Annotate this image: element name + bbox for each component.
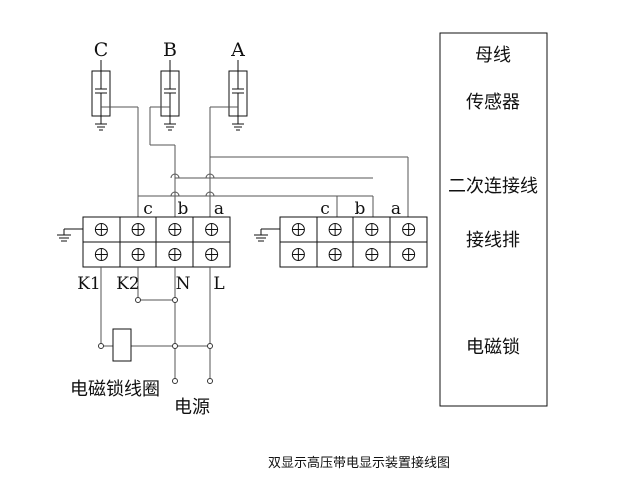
right-terminal-screw-icon [365, 223, 379, 236]
terminal-label-l: L [213, 274, 224, 294]
left-strip-label-b: b [178, 199, 189, 219]
legend-secondary-wiring: 二次连接线 [448, 176, 538, 197]
legend-busbar: 母线 [475, 45, 511, 66]
left-terminal-screw-icon [131, 248, 145, 261]
right-terminal-screw-icon [328, 248, 342, 261]
sensor-c [91, 60, 111, 131]
coil-label: 电磁锁线圈 [70, 379, 160, 400]
terminal-label-k1: K1 [77, 274, 101, 294]
left-terminal-screw-icon [205, 248, 219, 261]
left-terminal-screw-icon [205, 223, 219, 236]
left-terminal-strip [82, 216, 231, 268]
lock-coil-icon [112, 328, 132, 362]
right-strip-label-a: a [391, 199, 401, 219]
left-terminal-screw-icon [131, 223, 145, 236]
terminal-label-n: N [176, 274, 191, 294]
power-label: 电源 [174, 397, 210, 418]
left-strip-label-c: c [143, 199, 153, 219]
right-terminal-screw-icon [365, 248, 379, 261]
wire-crossings [170, 173, 215, 197]
sensor-a [228, 60, 248, 131]
left-terminal-screw-icon [168, 248, 182, 261]
left-terminal-screws [94, 223, 219, 261]
sensor-b [160, 60, 180, 131]
legend-panel [439, 32, 548, 407]
junction-dots [98, 297, 213, 384]
left-terminal-screw-icon [168, 223, 182, 236]
legend-sensor: 传感器 [466, 92, 520, 113]
right-strip-label-b: b [355, 199, 366, 219]
diagram-caption: 双显示高压带电显示装置接线图 [268, 455, 450, 471]
right-terminal-screw-icon [291, 248, 305, 261]
left-terminal-screw-icon [94, 248, 108, 261]
phase-label-a: A [230, 39, 245, 61]
phase-label-c: C [94, 39, 109, 61]
right-terminal-strip [279, 216, 428, 268]
legend-terminal-strip: 接线排 [466, 230, 520, 251]
left-strip-label-a: a [214, 199, 224, 219]
secondary-wires [101, 106, 409, 217]
right-terminal-screw-icon [328, 223, 342, 236]
phase-label-b: B [163, 39, 177, 61]
coil-power-wiring [100, 267, 211, 380]
right-terminal-screws [291, 223, 416, 261]
right-strip-label-c: c [320, 199, 330, 219]
legend-magnetic-lock: 电磁锁 [466, 337, 520, 358]
right-terminal-screw-icon [402, 248, 416, 261]
right-terminal-screw-icon [291, 223, 305, 236]
left-strip-ground-icon [57, 228, 83, 242]
right-terminal-screw-icon [402, 223, 416, 236]
left-terminal-screw-icon [94, 223, 108, 236]
right-strip-ground-icon [254, 228, 280, 242]
terminal-label-k2: K2 [116, 274, 140, 294]
